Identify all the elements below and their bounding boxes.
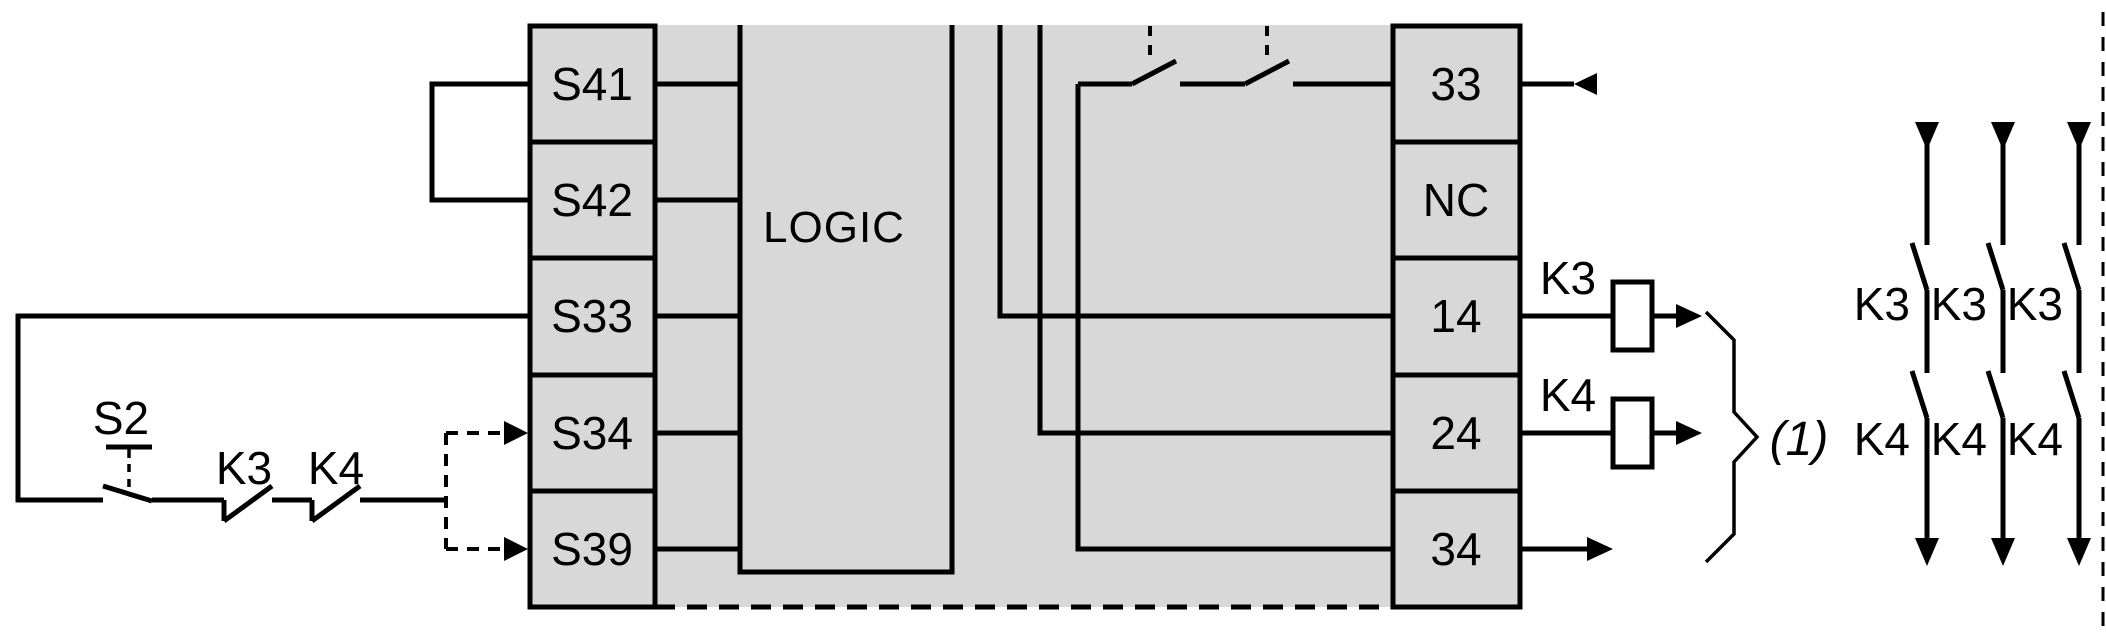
bottom-arrow-icon [2067,538,2091,566]
arrow-out-14 [1676,304,1702,328]
group-bracket [1704,310,1760,564]
terminal-label-nc: NC [1423,174,1489,226]
logic-box [737,25,955,575]
wire-to-terminal-24 [1037,25,1393,436]
coil-k3-label: K3 [1540,252,1596,304]
relay-contact-blade-1 [1130,58,1178,87]
k4-contact-blade [310,483,362,524]
external-contact-block: K3 K4 K3 K4 K3 K4 [1854,122,2091,566]
terminal-label-s42: S42 [551,174,633,226]
input-circuit: S2 K3 K4 [15,313,530,561]
arrow-out-24 [1676,421,1702,445]
terminal-box-24 [1390,372,1523,494]
internal-output-wiring [997,25,1393,552]
arrow-into-s34 [504,421,528,445]
right-terminal-column: 33 NC 14 24 34 [1390,23,1523,610]
arrow-out-34 [1587,537,1613,561]
external-k3-label: K3 [1854,278,1910,330]
terminal-box-14 [1390,255,1523,378]
external-k4-label: K4 [2007,413,2063,465]
terminal-label-24: 24 [1430,407,1481,459]
bottom-arrow-icon [1991,538,2015,566]
bottom-arrow-icon [1915,538,1939,566]
terminal-label-s34: S34 [551,407,633,459]
series-contact-k4-label: K4 [308,442,364,494]
terminal-label-33: 33 [1430,58,1481,110]
terminal-box-34 [1390,488,1523,610]
k4-blade [1985,370,2006,419]
terminal-box-s41 [527,23,658,145]
external-k3-label: K3 [1931,278,1987,330]
arrow-into-33 [1574,73,1597,95]
terminal-label-34: 34 [1430,523,1481,575]
terminal-logic-stubs [655,81,740,552]
k4-blade [2061,370,2082,419]
terminal-box-nc [1390,139,1523,261]
terminal-label-s33: S33 [551,290,633,342]
coil-k4 [1610,396,1655,470]
output-circuit: K3 K4 (1) [1520,73,1829,564]
external-contact-column-3: K3 K4 [2007,122,2091,566]
terminal-label-14: 14 [1430,290,1481,342]
terminal-label-s41: S41 [551,58,633,110]
left-terminal-column: S41 S42 S33 S34 S39 [527,23,658,610]
external-contact-column-1: K3 K4 [1854,122,1939,566]
arrow-into-s39 [504,537,528,561]
series-contact-k3-label: K3 [216,442,272,494]
coil-k4-label: K4 [1540,369,1596,421]
external-k4-label: K4 [1931,413,1987,465]
external-k4-label: K4 [1854,413,1910,465]
k4-blade [1909,370,1930,419]
wire-to-terminal-34 [1075,84,1393,552]
k3-contact-blade [222,483,274,524]
external-k3-label: K3 [2007,278,2063,330]
wire-to-terminal-14 [997,25,1393,319]
k3-blade [1909,242,1930,291]
terminal-label-s39: S39 [551,523,633,575]
k3-blade [2061,242,2082,291]
group-note-label: (1) [1770,413,1829,466]
coil-k3 [1610,279,1655,353]
k3-blade [1985,242,2006,291]
safety-module: S41 S42 S33 S34 S39 33 NC 14 24 34 LOGIC [527,23,1523,610]
logic-label: LOGIC [763,203,905,252]
pushbutton-blade [102,483,153,504]
relay-contact-blade-2 [1243,58,1291,87]
external-contact-column-2: K3 K4 [1931,122,2015,566]
s41-s42-jumper [429,81,530,203]
pushbutton-label: S2 [93,392,149,444]
wire-s33-loop [15,313,530,503]
